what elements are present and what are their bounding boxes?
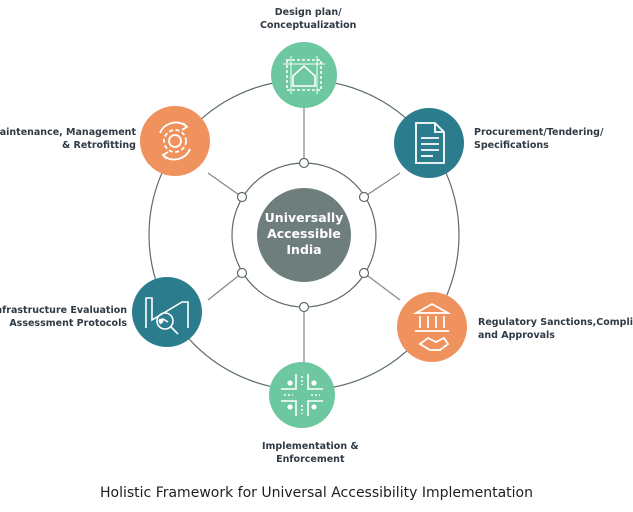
center-label: Universally Accessible India [260,210,348,258]
crossroads-icon [281,374,323,416]
label-regulatory-line-2: and Approvals [478,330,555,341]
label-procurement: Procurement/Tendering/ Specifications [474,126,603,152]
label-design-line-1: Design plan/ [274,7,342,18]
label-procurement-line-1: Procurement/Tendering/ [474,127,604,138]
center-circle [257,188,351,282]
label-implementation-line-1: Implementation & [262,441,359,452]
node-evaluation[interactable] [132,277,202,347]
connector-dots [236,157,370,313]
label-evaluation-line-2: Assessment Protocols [9,318,127,329]
label-design: Design plan/ Conceptualization [260,6,356,32]
label-design-line-2: Conceptualization [260,20,357,31]
gear-cycle-icon [159,121,191,161]
label-implementation: Implementation & Enforcement [262,440,359,466]
document-icon [415,122,445,164]
center-line-3: India [286,242,322,257]
label-implementation-line-2: Enforcement [276,454,345,465]
bank-handshake-icon [412,302,452,351]
ramp-magnifier-icon [145,297,189,335]
label-evaluation: Infrastructure Evaluation Assessment Pro… [0,304,127,330]
node-implementation[interactable] [269,362,335,428]
center-line-1: Universally [264,210,344,225]
node-maintenance[interactable] [140,106,210,176]
label-regulatory: Regulatory Sanctions,Compliance and Appr… [478,316,633,342]
node-procurement[interactable] [394,108,464,178]
label-maintenance-line-2: & Retrofitting [61,140,136,151]
house-blueprint-icon [283,56,325,94]
center-line-2: Accessible [267,226,341,241]
node-regulatory[interactable] [397,292,467,362]
label-maintenance-line-1: Maintenance, Management [0,127,136,138]
label-regulatory-line-1: Regulatory Sanctions,Compliance [478,317,633,328]
figure-caption: Holistic Framework for Universal Accessi… [100,485,533,501]
spokes [207,106,401,364]
label-procurement-line-2: Specifications [474,140,549,151]
label-evaluation-line-1: Infrastructure Evaluation [0,305,127,316]
label-maintenance: Maintenance, Management & Retrofitting [0,126,136,152]
node-design[interactable] [271,42,337,108]
